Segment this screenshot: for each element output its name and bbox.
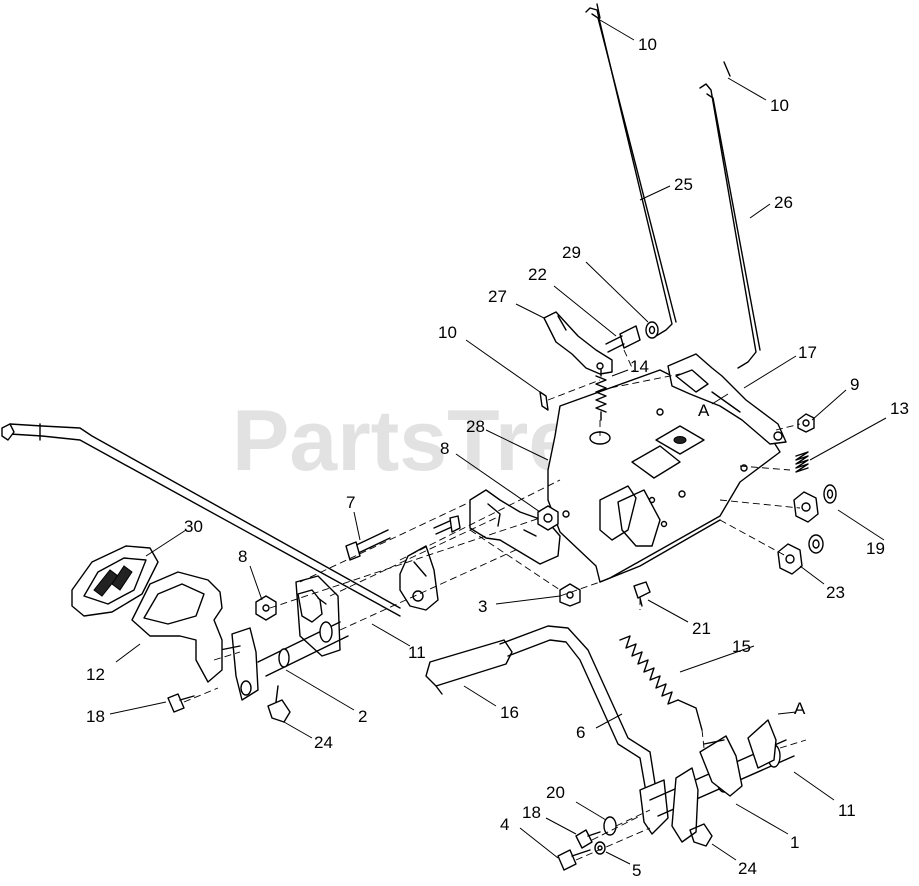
bolt-18-left[interactable] xyxy=(167,693,195,713)
callout-1: 1 xyxy=(790,833,799,852)
bolt-18-lower[interactable] xyxy=(575,829,601,849)
nut-19[interactable] xyxy=(793,484,837,523)
clip-24-lower[interactable] xyxy=(689,823,713,847)
nut-8-upper[interactable] xyxy=(537,505,559,531)
callout-11: 11 xyxy=(408,643,426,662)
spring-15[interactable] xyxy=(619,635,703,731)
callout-3: 3 xyxy=(478,597,487,616)
bolt-4[interactable] xyxy=(557,849,591,871)
rod-25[interactable] xyxy=(585,3,677,337)
callout-29: 29 xyxy=(562,243,581,262)
nut-8-lower[interactable] xyxy=(255,595,277,621)
clip-24-left[interactable] xyxy=(267,685,291,723)
callouts: 10 10 25 26 29 22 27 10 14 17 A 9 13 28 … xyxy=(86,35,909,880)
callout-8: 8 xyxy=(440,439,449,458)
pedal-pad-30[interactable] xyxy=(71,545,159,617)
callout-17: 17 xyxy=(798,343,817,362)
link-plate[interactable] xyxy=(399,545,439,611)
callout-4: 4 xyxy=(500,815,509,834)
callout-15: 15 xyxy=(732,637,751,656)
callout-23: 23 xyxy=(826,583,845,602)
pivot-bracket[interactable] xyxy=(295,575,341,657)
callout-24: 24 xyxy=(314,733,333,752)
pedal-bracket[interactable] xyxy=(209,627,259,701)
bracket-17[interactable] xyxy=(667,353,787,445)
callout-10: 10 xyxy=(438,323,457,342)
callout-20: 20 xyxy=(546,783,565,802)
lift-lever-27[interactable] xyxy=(543,311,613,375)
callout-8: 8 xyxy=(238,547,247,566)
callout-19: 19 xyxy=(866,539,885,558)
nut-9[interactable] xyxy=(797,413,815,433)
callout-7: 7 xyxy=(346,493,355,512)
cotter-pin-10[interactable] xyxy=(539,391,549,411)
bracket-28[interactable] xyxy=(469,489,561,565)
callout-18: 18 xyxy=(522,803,541,822)
callout-30: 30 xyxy=(184,517,203,536)
callout-9: 9 xyxy=(850,375,859,394)
callout-18: 18 xyxy=(86,707,105,726)
spring-14[interactable] xyxy=(595,369,607,421)
bolt-22[interactable] xyxy=(605,325,641,353)
nut-23[interactable] xyxy=(777,534,824,575)
callout-25: 25 xyxy=(674,175,693,194)
callout-A: A xyxy=(698,401,710,420)
rod-26[interactable] xyxy=(699,61,761,369)
callout-21: 21 xyxy=(692,619,711,638)
callout-6: 6 xyxy=(576,723,585,742)
callout-24: 24 xyxy=(738,859,757,878)
washer-5[interactable] xyxy=(594,841,606,855)
long-rod[interactable] xyxy=(1,423,401,617)
callout-28: 28 xyxy=(466,417,485,436)
callout-16: 16 xyxy=(500,703,519,722)
callout-10: 10 xyxy=(770,96,789,115)
lever-6[interactable] xyxy=(499,625,669,835)
callout-26: 26 xyxy=(774,193,793,212)
nut-3[interactable] xyxy=(559,583,581,607)
leader-lines xyxy=(109,19,887,865)
callout-10: 10 xyxy=(638,35,657,54)
arm-bracket[interactable] xyxy=(671,719,777,843)
grip-16[interactable] xyxy=(425,639,513,695)
bolt-7[interactable] xyxy=(345,529,391,561)
pedal-12[interactable] xyxy=(131,571,223,683)
washer-29[interactable] xyxy=(645,321,659,339)
callout-12: 12 xyxy=(86,665,105,684)
shaft-2[interactable] xyxy=(257,621,349,677)
spring-13[interactable] xyxy=(795,451,809,473)
bolt-21[interactable] xyxy=(633,581,651,607)
callout-22: 22 xyxy=(528,265,547,284)
callout-27: 27 xyxy=(488,287,507,306)
callout-5: 5 xyxy=(632,861,641,880)
callout-14: 14 xyxy=(630,357,649,376)
callout-A: A xyxy=(794,699,806,718)
bolt-small[interactable] xyxy=(433,515,461,535)
phantom-lines xyxy=(183,349,807,861)
callout-2: 2 xyxy=(358,707,367,726)
callout-13: 13 xyxy=(890,399,909,418)
callout-11: 11 xyxy=(838,801,856,820)
